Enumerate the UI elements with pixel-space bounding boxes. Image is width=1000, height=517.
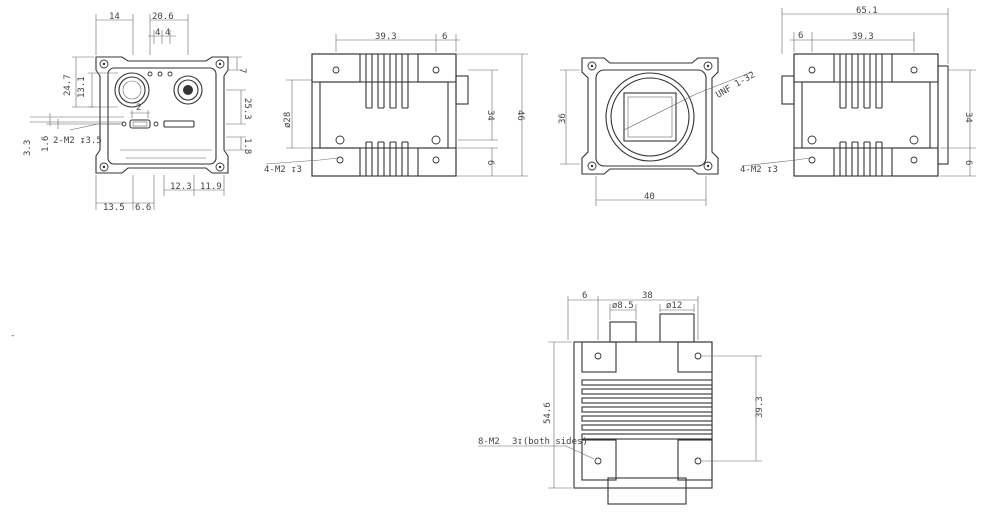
dim-20-6: 20.6 — [152, 12, 174, 22]
dim-40: 40 — [644, 192, 655, 202]
front-screw — [215, 59, 225, 69]
dim-6b: 6 — [485, 160, 495, 165]
front-screw — [215, 162, 225, 172]
callout-4-m2-right: 4-M2 ↧3 — [740, 165, 778, 175]
rear-screw — [587, 61, 597, 71]
lens-mount — [605, 72, 695, 162]
dim-12-3: 12.3 — [170, 182, 192, 192]
dim-6: 6 — [582, 291, 587, 301]
dim-14: 14 — [109, 12, 120, 22]
callout-2-m2: 2-M2 ↧3.5 — [53, 136, 102, 146]
dim-39-3: 39.3 — [852, 32, 874, 42]
front-left-connector — [114, 72, 150, 108]
dim-54-6: 54.6 — [543, 402, 553, 424]
dim-4a: 4 — [155, 28, 160, 38]
dim-46: 46 — [515, 110, 525, 121]
dim-65-1: 65.1 — [856, 6, 878, 16]
side-view-right: 65.1 6 39.3 34 6 4-M2 ↧3 — [740, 6, 976, 177]
small-port — [609, 321, 637, 343]
bottom-view: 6 38 ø8.5 ø12 54.6 39.3 8-M2 3↧(both sid… — [478, 291, 765, 505]
callout-unf: UNF 1-32 — [715, 70, 758, 100]
usb-port — [129, 119, 151, 129]
front-right-connector — [173, 75, 203, 105]
large-port — [659, 313, 695, 343]
dim-mini: 2 — [136, 103, 141, 113]
dim-11-9: 11.9 — [200, 182, 222, 192]
dim-1-6: 1.6 — [41, 136, 51, 152]
dim-1-8: 1.8 — [242, 138, 252, 154]
dim-6b: 6 — [963, 160, 973, 165]
cooling-fins-right — [839, 54, 883, 176]
dim-6-6: 6.6 — [135, 203, 151, 213]
dim-4b: 4 — [165, 28, 170, 38]
rear-screw — [703, 161, 713, 171]
callout-4-m2-left: 4-M2 ↧3 — [264, 165, 302, 175]
dim-13-5: 13.5 — [103, 203, 125, 213]
rear-view: 36 40 UNF 1-32 — [558, 57, 758, 206]
dim-phi12: ø12 — [666, 301, 682, 311]
bottom-fins — [581, 379, 713, 440]
callout-both-sides: 3↧(both sides) — [512, 437, 588, 447]
callout-8-m2: 8-M2 — [478, 437, 500, 447]
stray-mark: - — [10, 331, 15, 341]
sensor-window — [623, 92, 677, 142]
dim-34: 34 — [963, 112, 973, 123]
dim-6: 6 — [798, 31, 803, 41]
dim-6: 6 — [442, 32, 447, 42]
dim-7: 7 — [237, 68, 247, 73]
side-view-left: 39.3 6 ø28 34 46 6 4-M2 ↧3 — [264, 32, 528, 177]
dim-13-1: 13.1 — [77, 76, 87, 98]
rear-screw — [587, 161, 597, 171]
right-connector-stub — [781, 75, 795, 105]
front-view: 14 20.6 4 4 7 13.1 24.7 25.3 1.8 3.3 1.6… — [23, 12, 252, 213]
dim-34: 34 — [485, 110, 495, 121]
cooling-fins-left — [365, 53, 409, 176]
rear-screw — [703, 61, 713, 71]
front-screw — [99, 162, 109, 172]
dim-24-7: 24.7 — [63, 74, 73, 96]
dim-36: 36 — [558, 113, 568, 124]
left-connector-stub — [455, 75, 469, 105]
dim-39-3: 39.3 — [375, 32, 397, 42]
dim-25-3: 25.3 — [242, 98, 252, 120]
io-slot — [163, 120, 195, 128]
dim-phi28: ø28 — [283, 112, 293, 128]
dim-phi8-5: ø8.5 — [612, 301, 634, 311]
dim-39-3: 39.3 — [755, 396, 765, 418]
dim-3-3: 3.3 — [23, 140, 33, 156]
dim-38: 38 — [642, 291, 653, 301]
front-screw — [99, 59, 109, 69]
